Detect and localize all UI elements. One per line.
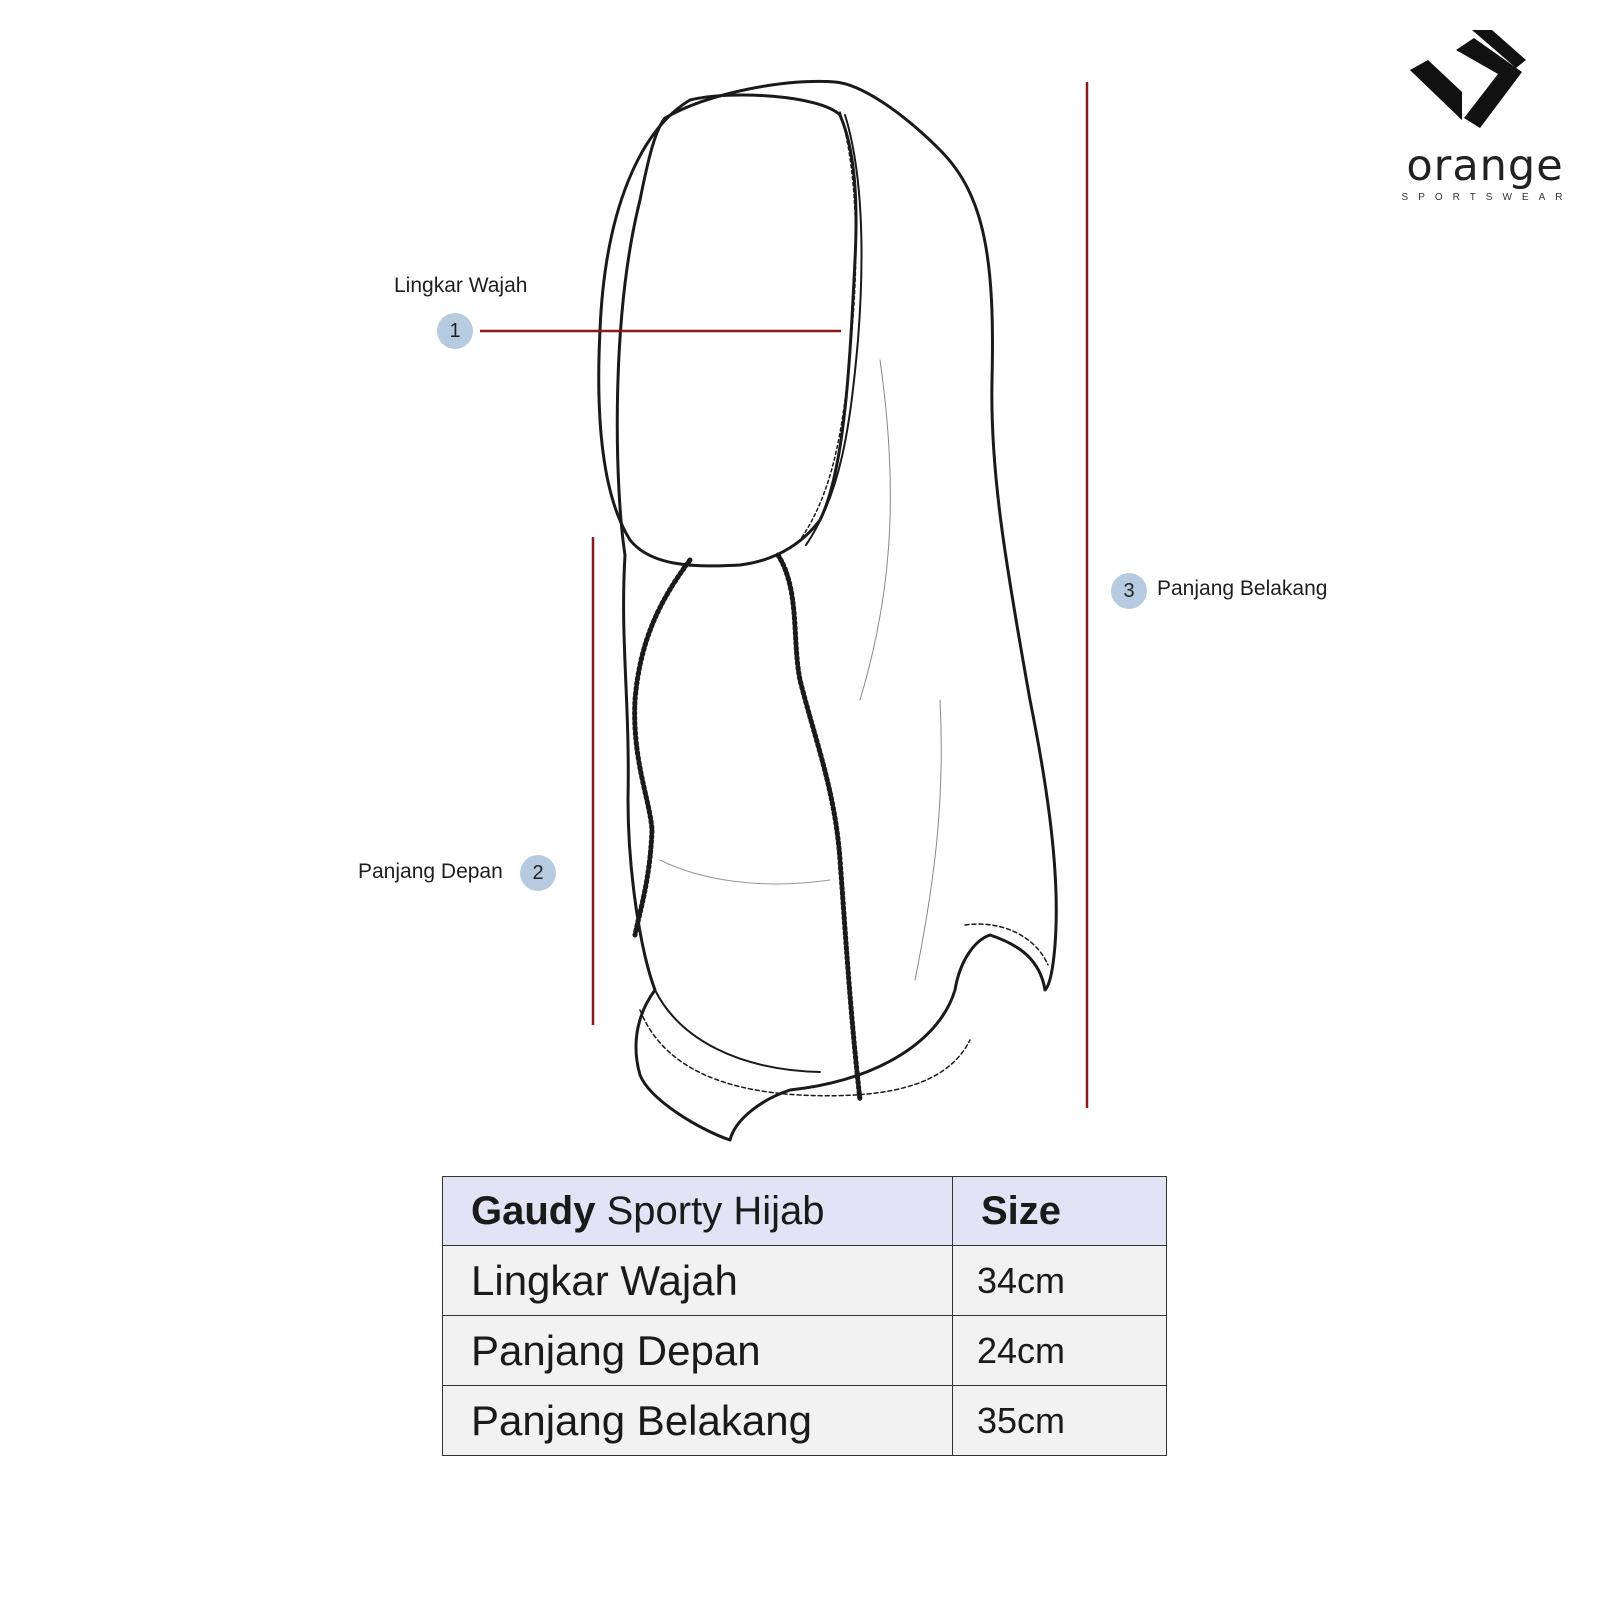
product-name-header: Gaudy Sporty Hijab [442, 1176, 953, 1246]
product-name-rest: Sporty Hijab [606, 1188, 825, 1233]
callout-badge-1: 1 [437, 313, 473, 349]
brand-logo: orange SPORTSWEAR [1390, 30, 1580, 210]
callout-label-1: Lingkar Wajah [394, 274, 528, 297]
size-header: Size [952, 1176, 1167, 1246]
table-header-row: Gaudy Sporty Hijab Size [442, 1176, 1167, 1246]
row-name: Panjang Depan [442, 1315, 953, 1386]
product-name-bold: Gaudy [471, 1188, 596, 1233]
size-table: Gaudy Sporty Hijab Size Lingkar Wajah 34… [442, 1176, 1167, 1456]
callout-label-2: Panjang Depan [358, 860, 503, 883]
row-name: Lingkar Wajah [442, 1245, 953, 1316]
hijab-outline [615, 79, 1058, 1142]
brand-tagline: SPORTSWEAR [1401, 192, 1573, 203]
hijab-illustration [480, 79, 1089, 1142]
row-name: Panjang Belakang [442, 1385, 953, 1456]
table-row: Lingkar Wajah 34cm [442, 1245, 1167, 1316]
callout-badge-2: 2 [520, 855, 556, 891]
row-value: 35cm [952, 1385, 1167, 1456]
callout-label-3: Panjang Belakang [1157, 577, 1328, 600]
row-value: 34cm [952, 1245, 1167, 1316]
callout-badge-3: 3 [1111, 573, 1147, 609]
table-row: Panjang Belakang 35cm [442, 1385, 1167, 1456]
table-row: Panjang Depan 24cm [442, 1315, 1167, 1386]
brand-logo-mark-icon [1410, 30, 1526, 128]
row-value: 24cm [952, 1315, 1167, 1386]
brand-name: orange [1406, 141, 1564, 191]
